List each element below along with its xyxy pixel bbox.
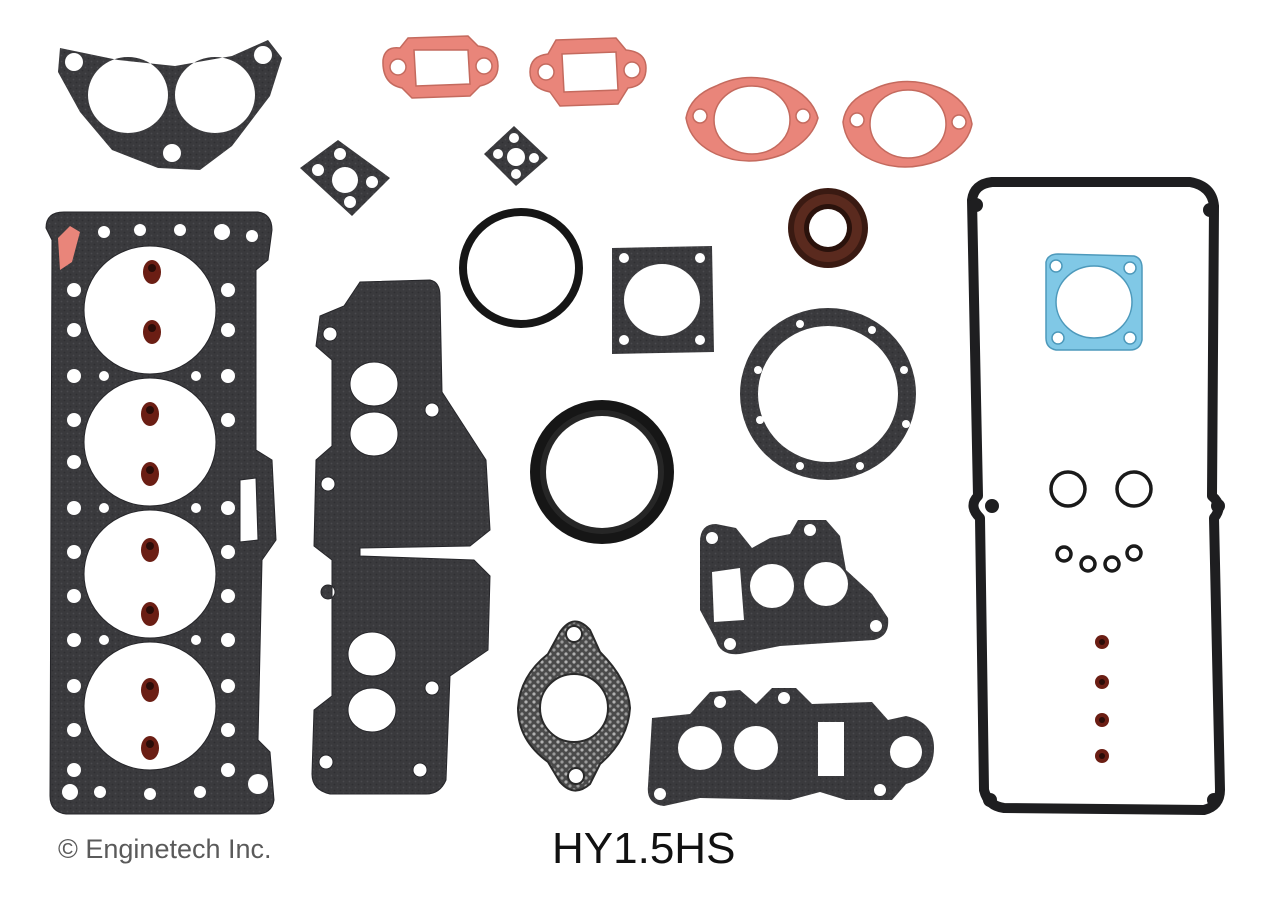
intake-manifold-gasket [311,279,491,795]
small-diamond-gasket [484,126,548,186]
square-flange-gasket [612,246,714,354]
small-square-gasket [300,140,390,216]
exhaust-flange-gasket [516,620,632,792]
red-oval-gasket-right [842,80,973,168]
copyright-text: © Enginetech Inc. [58,834,272,864]
red-oval-gasket-left [685,76,819,162]
o-rings [1049,470,1153,573]
intake-plate-gasket [58,40,282,170]
red-rect-gasket-left [382,35,499,99]
part-number-label: HY1.5HS [552,824,736,873]
throttle-body-gasket-lower [647,688,934,806]
round-seal [459,208,583,328]
valve-cover-gasket [967,177,1225,815]
crank-seal [530,400,674,544]
red-rect-gasket-right [529,37,647,107]
cylinder-head-gasket [45,211,277,815]
valve-stem-seals [1095,635,1109,763]
round-plate-gasket [740,308,916,480]
oil-seal-small [788,188,868,268]
blue-flange-gasket [1045,253,1143,351]
throttle-body-gasket-upper [700,520,889,655]
